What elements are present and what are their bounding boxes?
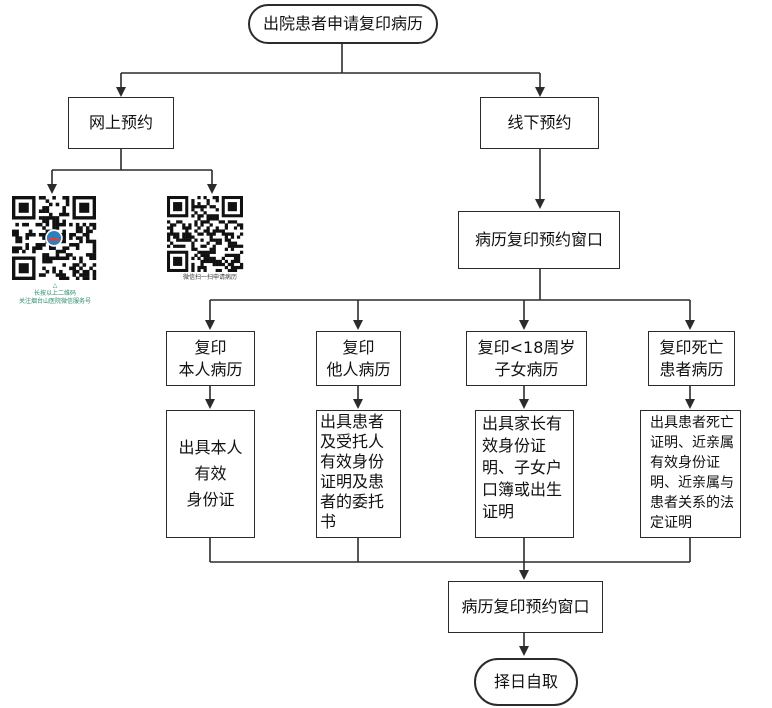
start-node: 出院患者申请复印病历 <box>248 4 438 44</box>
category-self-label: 复印 本人病历 <box>178 337 243 379</box>
copy-window-top-box: 病历复印预约窗口 <box>458 211 620 269</box>
end-label: 择日自取 <box>493 672 558 691</box>
qr-left-caption: 长按以上二维码 关注烟台山医院微信服务号 <box>18 290 91 305</box>
online-booking-box: 网上预约 <box>68 97 174 149</box>
category-self-box: 复印 本人病历 <box>166 331 255 386</box>
category-other-box: 复印 他人病历 <box>316 331 401 386</box>
offline-booking-box: 线下预约 <box>480 97 599 149</box>
requirement-deceased-box: 出具患者死亡 证明、近亲属 有效身份证 明、近亲属与 患者关系的法 定证明 <box>640 410 741 538</box>
qr-code-right[interactable] <box>167 196 253 272</box>
category-other-label: 复印 他人病历 <box>326 337 391 379</box>
requirement-minor-text: 出具家长有 效身份证 明、子女户 口簿或出生 证明 <box>482 414 563 521</box>
copy-window-bottom-label: 病历复印预约窗口 <box>461 597 590 616</box>
online-booking-label: 网上预约 <box>88 113 153 132</box>
start-label: 出院患者申请复印病历 <box>262 14 423 33</box>
qr-left-caption-symbol: △ <box>52 282 58 289</box>
end-node: 择日自取 <box>474 658 578 706</box>
qr-code-left[interactable] <box>12 196 98 280</box>
category-deceased-label: 复印死亡 患者病历 <box>659 337 724 379</box>
offline-booking-label: 线下预约 <box>507 113 572 132</box>
category-minor-label: 复印<18周岁 子女病历 <box>477 337 576 379</box>
category-deceased-box: 复印死亡 患者病历 <box>648 331 735 386</box>
requirement-other-text: 出具患者 及受托人 有效身份 证明及患 者的委托 书 <box>320 412 385 531</box>
copy-window-top-label: 病历复印预约窗口 <box>474 230 603 249</box>
category-minor-box: 复印<18周岁 子女病历 <box>466 331 587 386</box>
copy-window-bottom-box: 病历复印预约窗口 <box>448 581 603 633</box>
requirement-self-text: 出具本人 有效 身份证 <box>178 438 243 509</box>
requirement-self-box: 出具本人 有效 身份证 <box>166 410 255 538</box>
qr-right-caption: 微信扫一扫申请病历 <box>182 274 237 281</box>
requirement-minor-box: 出具家长有 效身份证 明、子女户 口簿或出生 证明 <box>475 410 574 538</box>
requirement-deceased-text: 出具患者死亡 证明、近亲属 有效身份证 明、近亲属与 患者关系的法 定证明 <box>650 415 734 531</box>
requirement-other-box: 出具患者 及受托人 有效身份 证明及患 者的委托 书 <box>316 410 401 538</box>
